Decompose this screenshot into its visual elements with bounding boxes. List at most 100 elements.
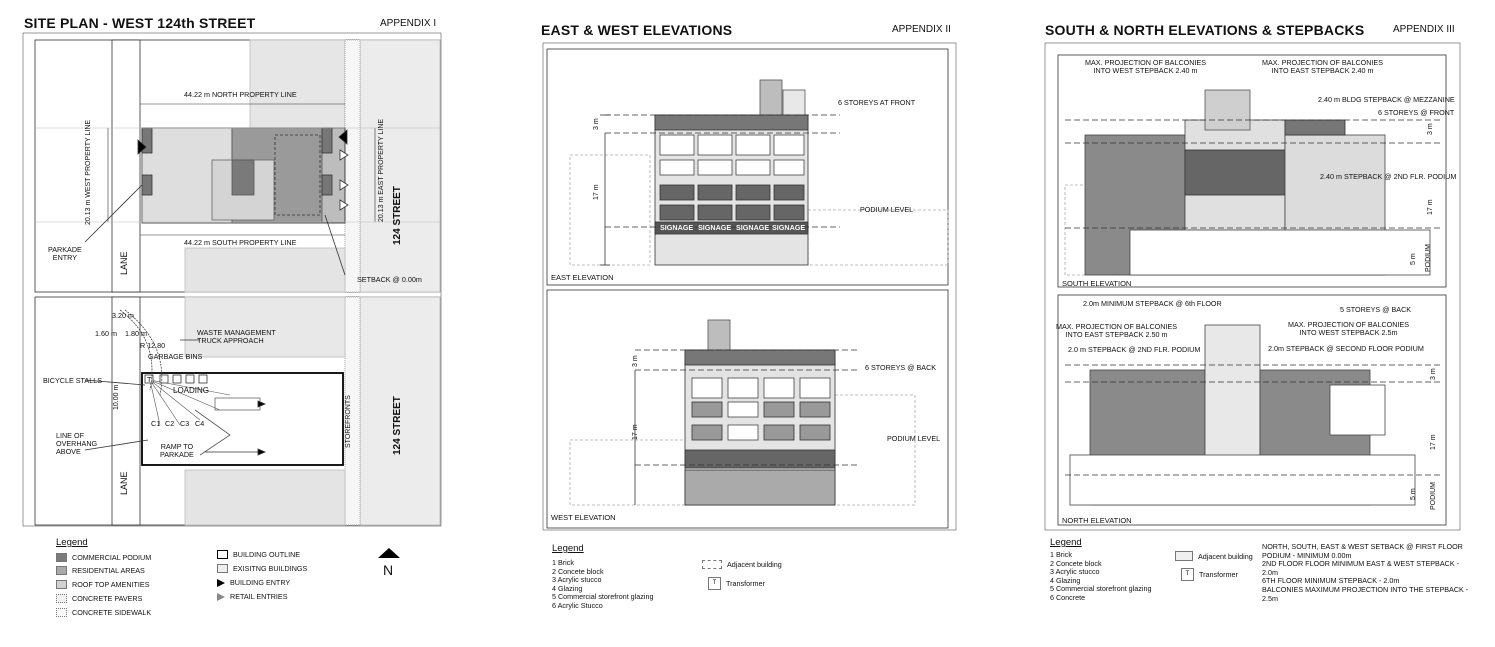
storeys-back-label-sn: 5 STOREYS @ BACK bbox=[1340, 305, 1412, 314]
bldg-stepback-label: 2.40 m BLDG STEPBACK @ MEZZANINE bbox=[1318, 95, 1455, 104]
legend-concrete-pavers: CONCRETE PAVERS bbox=[56, 594, 142, 603]
legend-concrete-sidewalk: CONCRETE SIDEWALK bbox=[56, 608, 151, 617]
street-label-top: 124 STREET bbox=[392, 186, 403, 245]
podium-label-east: PODIUM LEVEL bbox=[860, 205, 914, 214]
radius-label: R 12.80 bbox=[140, 341, 166, 350]
north-elevation-label: NORTH ELEVATION bbox=[1062, 516, 1132, 525]
ew-appendix: APPENDIX II bbox=[892, 24, 951, 35]
c3-label: C3 bbox=[180, 419, 190, 428]
storefronts-label: STOREFRONTS bbox=[345, 395, 352, 448]
sn-dim-5m-south: 5 m bbox=[1410, 253, 1417, 265]
stepback-2nd-left: 2.0 m STEPBACK @ 2ND FLR. PODIUM bbox=[1068, 345, 1201, 354]
east-property-line-label: 20.13 m EAST PROPERTY LINE bbox=[378, 118, 385, 222]
garbage-bins-label: GARBAGE BINS bbox=[148, 352, 203, 361]
dim-160: 1.60 m bbox=[95, 329, 117, 338]
min-stepback-6th: 2.0m MINIMUM STEPBACK @ 6th FLOOR bbox=[1083, 299, 1222, 308]
signage-2: SIGNAGE bbox=[698, 223, 732, 232]
max-projection-east-2: MAX. PROJECTION OF BALCONIES INTO EAST S… bbox=[1056, 322, 1178, 339]
ew-dim-17m-west: 17 m bbox=[632, 424, 639, 440]
dim-320: 3.20 m bbox=[112, 311, 134, 320]
site-frame bbox=[22, 32, 442, 527]
north-elevation bbox=[1057, 294, 1447, 526]
north-label: N bbox=[383, 562, 394, 578]
retail-arrow-icon bbox=[217, 592, 225, 601]
east-elevation bbox=[546, 48, 949, 286]
ew-frame bbox=[542, 42, 957, 531]
dim-1000: 10.00 m bbox=[113, 384, 120, 410]
lane-label-bottom: LANE bbox=[119, 471, 129, 495]
sn-dim-17m-south: 17 m bbox=[1427, 199, 1434, 215]
sn-legend-materials: 1 Brick 2 Concete block 3 Acrylic stucco… bbox=[1050, 550, 1152, 602]
lane-label-top: LANE bbox=[119, 251, 129, 275]
west-elevation-label: WEST ELEVATION bbox=[551, 513, 616, 522]
stepback-2nd-floor-label: 2.40 m STEPBACK @ 2ND FLR. PODIUM bbox=[1320, 172, 1457, 181]
sn-dim-3m-north: 3 m bbox=[1430, 368, 1437, 380]
north-property-line-label: 44.22 m NORTH PROPERTY LINE bbox=[184, 90, 297, 99]
ew-dim-3m-east: 3 m bbox=[593, 118, 600, 130]
ew-title: EAST & WEST ELEVATIONS bbox=[541, 22, 733, 38]
setback-label: SETBACK @ 0.00m bbox=[357, 275, 422, 284]
legend-roof-top: ROOF TOP AMENITIES bbox=[56, 580, 149, 589]
ew-legend-adjacent: Adjacent building bbox=[702, 560, 782, 569]
parkade-entry-label: PARKADE ENTRY bbox=[48, 245, 82, 262]
max-projection-west-2: MAX. PROJECTION OF BALCONIES INTO WEST S… bbox=[1288, 320, 1410, 337]
ramp-label: RAMP TO PARKADE bbox=[160, 442, 194, 459]
south-elevation-label: SOUTH ELEVATION bbox=[1062, 279, 1132, 288]
storeys-back-label: 6 STOREYS @ BACK bbox=[865, 363, 937, 372]
bicycle-stalls-label: BICYCLE STALLS bbox=[43, 376, 102, 385]
max-projection-west: MAX. PROJECTION OF BALCONIES INTO WEST S… bbox=[1085, 58, 1207, 75]
stepback-2nd-right: 2.0m STEPBACK @ SECOND FLOOR PODIUM bbox=[1268, 344, 1424, 353]
signage-4: SIGNAGE bbox=[772, 223, 806, 232]
c4-label: C4 bbox=[195, 419, 205, 428]
transformer-t-site: T bbox=[147, 375, 152, 384]
sn-title: SOUTH & NORTH ELEVATIONS & STEPBACKS bbox=[1045, 22, 1365, 38]
podium-label-south: PODIUM bbox=[1425, 244, 1432, 272]
ew-dim-3m-west: 3 m bbox=[632, 355, 639, 367]
site-plan-appendix: APPENDIX I bbox=[380, 18, 437, 29]
signage-1: SIGNAGE bbox=[660, 223, 694, 232]
c1-label: C1 bbox=[151, 419, 161, 428]
ew-dim-17m-east: 17 m bbox=[593, 184, 600, 200]
south-property-line-label: 44.22 m SOUTH PROPERTY LINE bbox=[184, 238, 297, 247]
podium-label-north: PODIUM bbox=[1430, 482, 1437, 510]
storeys-front-label: 6 STOREYS AT FRONT bbox=[838, 98, 916, 107]
site-plan-title: SITE PLAN - WEST 124th STREET bbox=[24, 15, 256, 31]
sn-appendix: APPENDIX III bbox=[1393, 24, 1455, 35]
waste-management-label: WASTE MANAGEMENT TRUCK APPROACH bbox=[197, 328, 276, 345]
legend-commercial-podium: COMMERCIAL PODIUM bbox=[56, 553, 151, 562]
sn-frame bbox=[1044, 42, 1461, 531]
legend-retail-entries: RETAIL ENTRIES bbox=[217, 592, 288, 601]
west-elevation bbox=[546, 289, 949, 529]
legend-building-entry: BUILDING ENTRY bbox=[217, 578, 290, 587]
signage-3: SIGNAGE bbox=[736, 223, 770, 232]
ew-legend-title: Legend bbox=[552, 543, 584, 554]
sn-setback-notes: NORTH, SOUTH, EAST & WEST SETBACK @ FIRS… bbox=[1262, 542, 1469, 603]
site-legend-title: Legend bbox=[56, 537, 88, 548]
site-plan-top bbox=[34, 39, 441, 293]
north-arrow-icon bbox=[378, 548, 400, 558]
ew-legend-materials: 1 Brick 2 Concete block 3 Acrylic stucco… bbox=[552, 558, 654, 610]
loading-label: LOADING bbox=[173, 386, 210, 395]
sn-dim-17m-north: 17 m bbox=[1430, 434, 1437, 450]
sn-dim-3m-south: 3 m bbox=[1427, 123, 1434, 135]
south-elevation bbox=[1057, 54, 1447, 288]
legend-residential-areas: RESIDENTIAL AREAS bbox=[56, 566, 145, 575]
dim-180: 1.80 m bbox=[125, 329, 147, 338]
street-label-bottom: 124 STREET bbox=[392, 396, 403, 455]
max-projection-east: MAX. PROJECTION OF BALCONIES INTO EAST S… bbox=[1262, 58, 1384, 75]
sn-dim-5m-north: 5 m bbox=[1410, 488, 1417, 500]
c2-label: C2 bbox=[165, 419, 175, 428]
legend-existing-buildings: EXISITNG BUILDINGS bbox=[217, 564, 307, 573]
sn-legend-adjacent: Adjacent building bbox=[1175, 551, 1253, 561]
sn-legend-title: Legend bbox=[1050, 537, 1082, 548]
storeys-front-label-sn: 6 STOREYS @ FRONT bbox=[1378, 108, 1455, 117]
east-elevation-label: EAST ELEVATION bbox=[551, 273, 614, 282]
podium-label-west: PODIUM LEVEL bbox=[887, 434, 941, 443]
site-plan-bottom bbox=[34, 296, 441, 526]
entry-arrow-icon bbox=[217, 578, 225, 587]
west-property-line-label: 20.13 m WEST PROPERTY LINE bbox=[85, 119, 92, 225]
